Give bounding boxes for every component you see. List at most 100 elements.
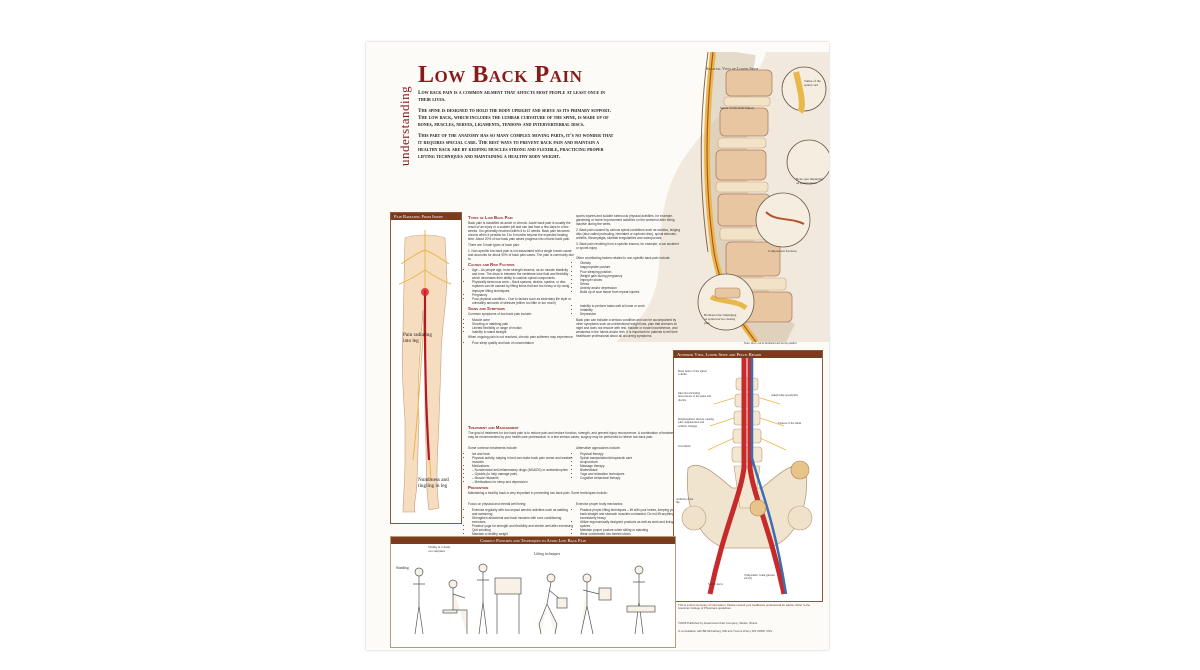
list-item: Cognitive behavioral therapy	[580, 476, 680, 480]
prevention-col2-intro: Exercise proper body mechanics:	[576, 502, 624, 506]
types-item1: 1. Non-specific low back pain is not ass…	[468, 248, 574, 261]
anterior-heading: Anterior View, Lower Spine and Pelvic Re…	[674, 351, 822, 358]
list-item: Obesity	[580, 261, 680, 265]
signs-intro: Common symptoms of low back pain include…	[468, 311, 532, 316]
bone-tumor-label: Bone tumor of the spinal column	[678, 369, 707, 377]
list-item: Maintain a healthy weight	[472, 532, 574, 536]
list-item: Weight gain during pregnancy	[580, 274, 680, 278]
pain-radiating-panel: Pain Radiating From Injury	[390, 212, 462, 524]
pain-radiating-heading: Pain Radiating From Injury	[391, 213, 461, 220]
list-item: Exercise regularly with low-impact aerob…	[472, 508, 574, 516]
publisher: Published by Anatomical Chart Company, S…	[687, 621, 758, 625]
poster: understanding Low Back Pain Low back pai…	[366, 42, 829, 650]
list-item: Practice yoga for strength and flexibili…	[472, 524, 574, 528]
types-item3: 3. Back pain resulting from a specific t…	[576, 241, 679, 250]
herniated-label: Herniated disc impinging on spinal nerve…	[704, 313, 737, 325]
footer-note: This is a short summary of information. …	[678, 603, 811, 611]
list-item: Muscle ache	[472, 318, 574, 322]
list-item: Irritability	[580, 308, 680, 312]
intro-paragraph: This part of the anatomy has so many com…	[418, 133, 614, 160]
types-text2: There are 3 main types of back pain:	[468, 243, 520, 248]
list-item: Strengthen abdominal and back muscles wi…	[472, 516, 574, 524]
herniated-note: Note: discs can be herniated and not be …	[744, 342, 797, 345]
prevention-intro: Focus on physical and mental well being:	[468, 502, 527, 506]
causes-col2-intro: Other contributing factors related to no…	[576, 255, 671, 260]
signs-heading: Signs and Symptoms	[468, 305, 505, 311]
ankylosing-label: Ankylosing spondylitis	[771, 393, 798, 397]
list-item: Stress	[580, 282, 680, 286]
list-item: Yoga and relaxation techniques	[580, 472, 680, 476]
compression-label: Compression fractures	[768, 249, 797, 253]
list-item: Ice and heat	[472, 452, 574, 456]
list-item: Poor sleeping position	[580, 270, 680, 274]
postures-heading: Correct Postures and Techniques to Avoid…	[391, 537, 675, 544]
treatment-col2-intro: Alternative approaches include:	[576, 446, 621, 450]
list-item: Age – As people age, bone strength lesse…	[472, 268, 574, 280]
list-item: – Nonsteroidal anti-inflammatory drugs (…	[472, 468, 574, 472]
postures-illustration	[413, 563, 656, 635]
list-item: Maintain proper posture when sitting or …	[580, 528, 680, 532]
list-item: Practice proper lifting techniques – lif…	[580, 508, 680, 520]
spinal-cord-label: Spinal cord (cauda equina)	[720, 106, 755, 110]
arthritis-hip-label: Arthritis of the hip	[676, 497, 694, 505]
footer-publisher: ©2008 Published by Anatomical Chart Comp…	[678, 621, 818, 625]
list-item: Physically strenuous work – Back spasms,…	[472, 280, 574, 292]
postures-panel: Correct Postures and Techniques to Avoid…	[390, 536, 676, 648]
copyright: ©2008	[678, 621, 687, 625]
list-item: Quit smoking	[472, 528, 574, 532]
types-text: Back pain is classified as acute or chro…	[468, 221, 571, 242]
sagittal-heading: Sagittal View of Lower Spine	[706, 66, 759, 71]
list-item: Biofeedback	[580, 468, 680, 472]
pelvis-illustration	[681, 358, 813, 595]
list-item: Poor physical condition – Due to factors…	[472, 297, 574, 305]
spondylitis-label: Infection including tuberculosis of the …	[678, 391, 712, 402]
standing-label: Standing	[396, 566, 409, 570]
text-column-right: sports injuries and sudden strenuous phy…	[576, 214, 680, 340]
prevention-text: Maintaining a healthy back is very impor…	[468, 491, 608, 496]
leg-illustration	[398, 230, 452, 513]
list-item: Build up of scar tissue from repeat inju…	[580, 290, 680, 294]
vertical-word: understanding	[397, 85, 412, 167]
list-item: Spinal manipulation/chiropractic care	[580, 456, 680, 460]
list-item: Medications:	[472, 464, 574, 468]
list-item: Acupuncture	[580, 460, 680, 464]
intro-paragraph: The spine is designed to hold the body u…	[418, 108, 611, 128]
intro-paragraph: Low back pain is a common ailment that a…	[418, 90, 605, 103]
treatment-column-right: Alternative approaches include: Physical…	[576, 446, 680, 482]
treatment-column-left: Some common treatments include: Ice and …	[468, 446, 574, 486]
treatment-text: The goal of treatment for low back pain …	[468, 431, 678, 440]
types-heading: Types of Low Back Pain	[468, 215, 513, 220]
sagittal-spine-illustration	[616, 52, 829, 342]
signs-col2-text: Back pain can indicate a serious conditi…	[576, 317, 678, 339]
list-item: Shooting or stabbing pain	[472, 322, 574, 326]
prevention-block: Prevention Maintaining a healthy back is…	[468, 484, 680, 497]
sitting-label: Sitting at a desk, on computer	[428, 545, 451, 553]
list-item: – Medications for sleep and depression	[472, 480, 574, 484]
list-item: – Muscle relaxants	[472, 476, 574, 480]
treatment-intro: Some common treatments include:	[468, 446, 518, 450]
sciatic-label: Sciatic nerve	[708, 582, 724, 586]
intro-text: Low back pain is a common ailment that a…	[418, 90, 618, 165]
list-item: Wear comfortable low-heeled shoes	[580, 532, 680, 536]
list-item: Inability to perform tasks well at home …	[580, 304, 680, 308]
types-col2a: sports injuries and sudden strenuous phy…	[576, 214, 675, 227]
list-item: Inability to stand straight	[472, 330, 574, 334]
poster-title: Low Back Pain	[418, 62, 583, 88]
numbness-label: Numbness and tingling in leg	[418, 477, 449, 489]
list-item: Improper shoes	[580, 278, 680, 282]
list-item: Pregnancy	[472, 293, 574, 297]
treatment-heading: Treatment and Management	[468, 425, 519, 430]
prevention-heading: Prevention	[468, 485, 489, 490]
lifting-label: Lifting techniques	[534, 552, 561, 556]
treatment-block: Treatment and Management The goal of tre…	[468, 424, 680, 441]
tumors-ilium-label: Tumors of the ilium	[778, 421, 802, 425]
list-item: Massage therapy	[580, 464, 680, 468]
tumor-label: Tumor of the spinal cord	[804, 79, 821, 87]
bone-spur-label: Bone spur impinging on spinal nerves	[796, 177, 823, 185]
list-item: Utilize ergonomically designed products …	[580, 520, 680, 528]
list-item: Anxiety and/or depression	[580, 286, 680, 290]
signs-text2: When ongoing pain is not resolved, chron…	[468, 335, 574, 340]
list-item: Inappropriate posture	[580, 265, 680, 269]
list-item: Physical therapy	[580, 452, 680, 456]
list-item: Physical activity, staying in bed can ma…	[472, 456, 574, 464]
